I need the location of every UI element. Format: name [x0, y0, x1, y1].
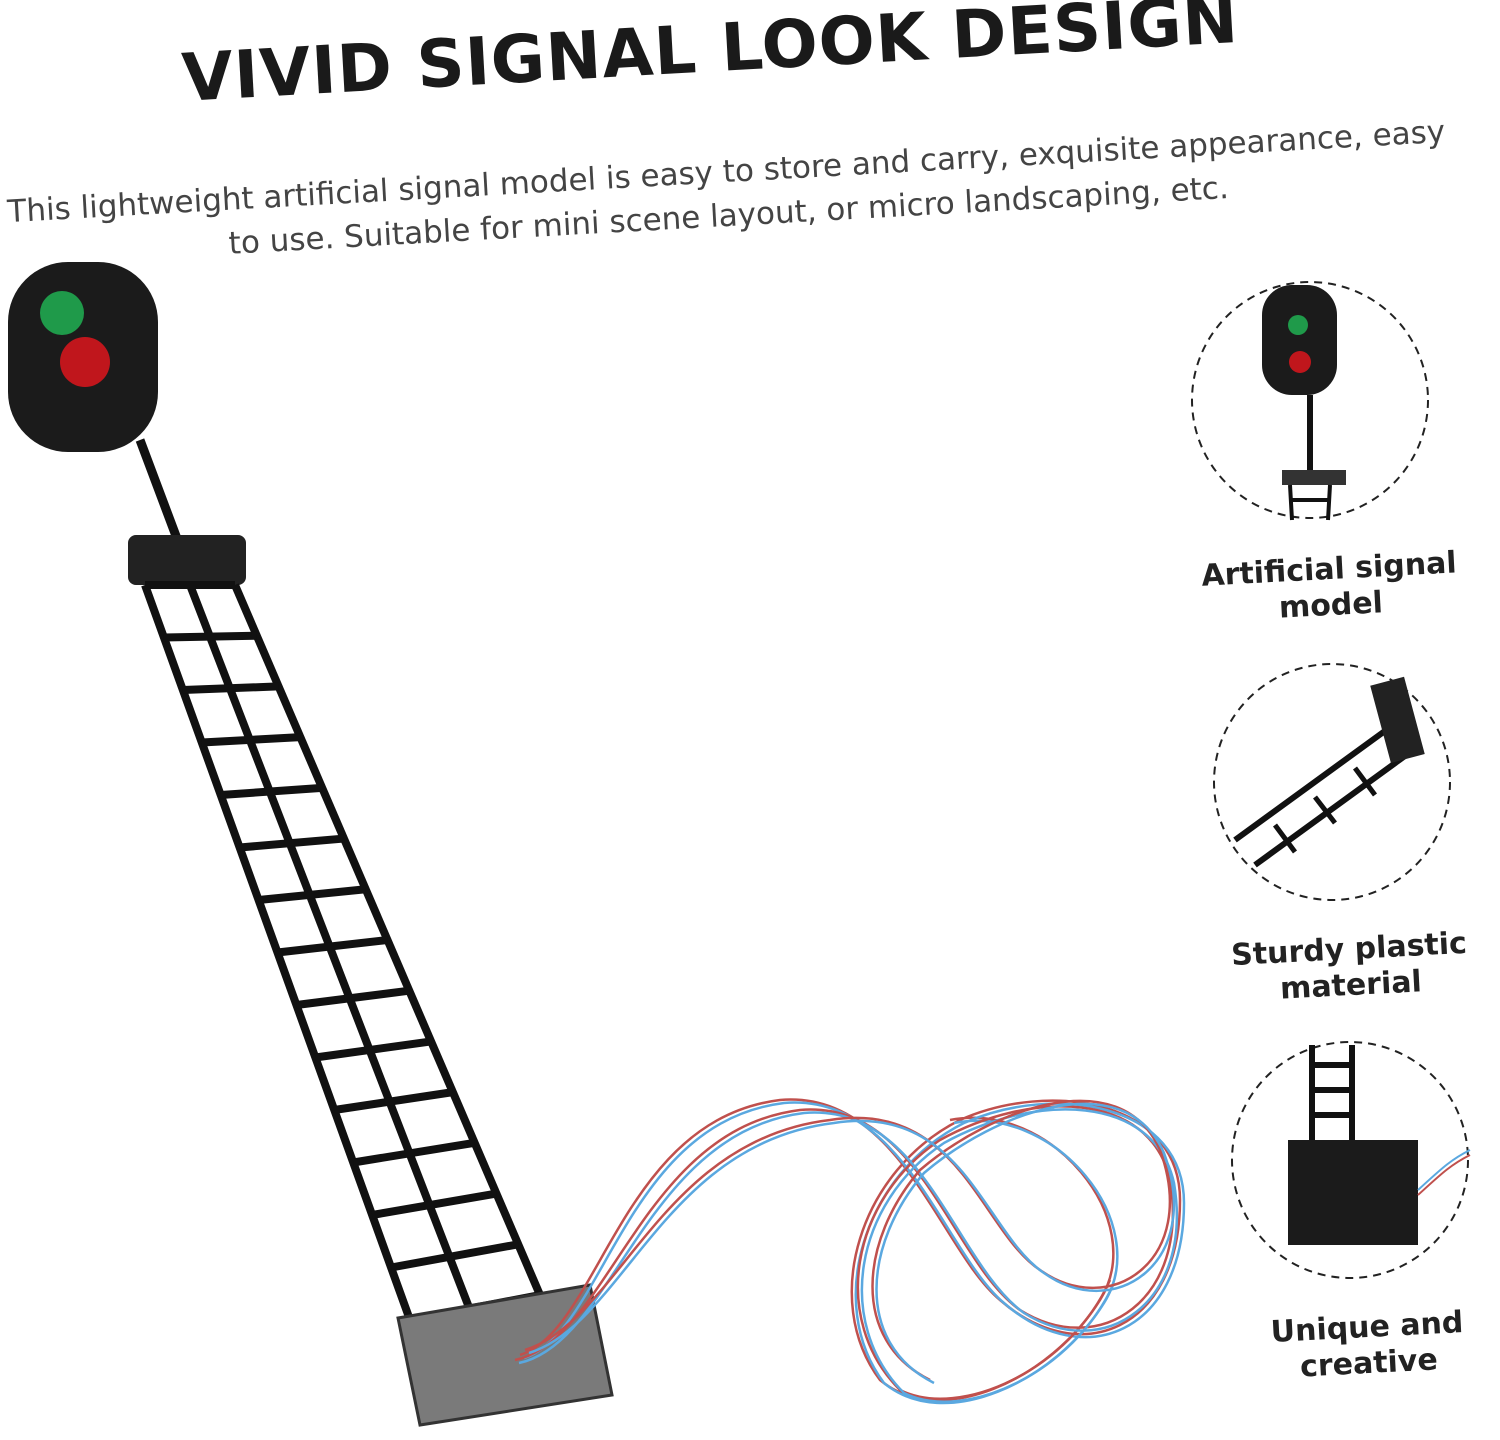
- wire: [518, 1108, 1179, 1403]
- red-light: [60, 337, 110, 387]
- feature-circle-1: [1191, 281, 1429, 521]
- feature-circle-3: [1231, 1041, 1471, 1279]
- tower-rung: [390, 1240, 519, 1272]
- wire: [523, 1101, 1186, 1405]
- base-plate: [396, 1283, 614, 1427]
- tower-rung: [163, 631, 257, 642]
- wire: [528, 1102, 1176, 1385]
- wire: [514, 1105, 1175, 1400]
- tower-rung: [239, 834, 345, 852]
- feature-label-3: Unique and creative: [1269, 1305, 1465, 1385]
- tower-rung: [333, 1088, 454, 1114]
- tower-rung: [277, 936, 388, 957]
- tower-rung: [201, 733, 301, 747]
- green-light: [40, 291, 84, 335]
- tower-rung: [258, 885, 367, 904]
- wires: [514, 1098, 1186, 1405]
- tower-rung: [295, 986, 410, 1009]
- tower-rung: [220, 783, 323, 799]
- tower-rung: [182, 682, 279, 694]
- lattice-tower: [141, 581, 544, 1324]
- tower-rung: [352, 1138, 476, 1167]
- feature-circle-2: [1213, 663, 1451, 901]
- wire: [519, 1098, 1182, 1402]
- tower-rung: [371, 1189, 498, 1219]
- tower-rung: [314, 1037, 432, 1062]
- tower-bracket: [128, 535, 246, 585]
- wire: [524, 1099, 1172, 1382]
